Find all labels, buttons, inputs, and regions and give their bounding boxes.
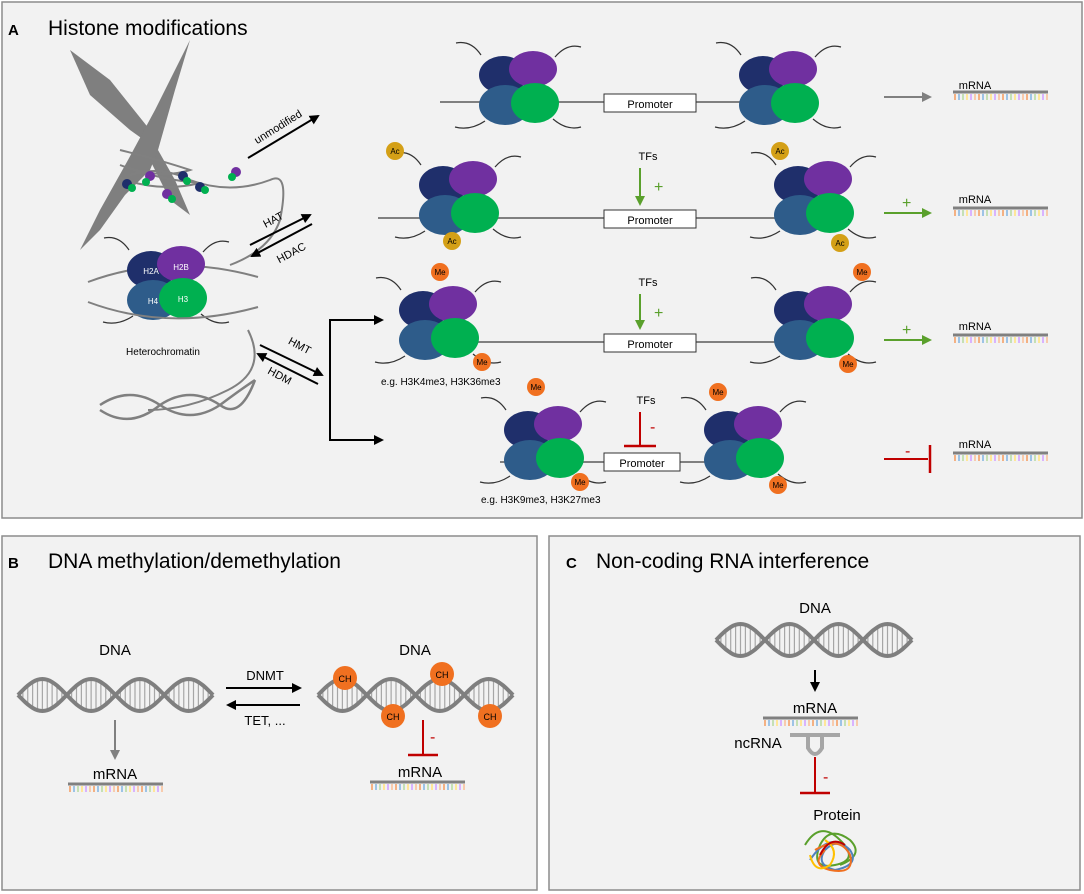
ac-label: Ac — [835, 239, 844, 248]
mrna-label: mRNA — [959, 321, 992, 333]
mrna-strand-icon — [953, 451, 1048, 461]
dna-helix-icon — [16, 676, 215, 714]
protein-label: Protein — [813, 807, 861, 824]
ac-label: Ac — [447, 237, 456, 246]
dna-label: DNA — [799, 600, 831, 617]
panel-a-letter: A — [8, 22, 19, 39]
promoter-label: Promoter — [619, 458, 665, 470]
row-unmodified: Promoter mRNA — [440, 41, 1048, 129]
plus-sign: + — [902, 195, 911, 212]
mrna-strand-icon — [953, 206, 1048, 216]
mrna-label: mRNA — [959, 80, 992, 92]
repressive-example: e.g. H3K9me3, H3K27me3 — [481, 495, 601, 506]
mrna-label: mRNA — [959, 439, 992, 451]
ch3-label: CH — [484, 712, 497, 722]
methyl-mark — [527, 378, 545, 396]
promoter-label: Promoter — [627, 339, 673, 351]
heterochromatin-label: Heterochromatin — [126, 347, 200, 358]
tfs-label: TFs — [639, 277, 658, 289]
promoter-label: Promoter — [627, 99, 673, 111]
ncrna-label: ncRNA — [734, 735, 782, 752]
promoter-box — [603, 333, 697, 353]
me-label: Me — [712, 388, 724, 397]
dna-label: DNA — [399, 642, 431, 659]
methyl-groups: CH CH CH CH — [333, 662, 502, 728]
h2b-label: H2B — [173, 263, 189, 272]
acetyl-mark — [443, 232, 461, 250]
promoter-box — [603, 209, 697, 229]
minus-sign: - — [430, 729, 435, 746]
acetyl-mark — [386, 142, 404, 160]
mrna-strand-icon — [953, 333, 1048, 343]
ac-label: Ac — [390, 147, 399, 156]
nucleosome-detail: H2A H2B H4 H3 — [87, 236, 259, 324]
plus-sign: + — [654, 179, 663, 196]
me-label: Me — [476, 358, 488, 367]
mrna-label: mRNA — [398, 764, 442, 781]
methyl-mark — [853, 263, 871, 281]
plus-sign: + — [902, 322, 911, 339]
methyl-mark — [839, 355, 857, 373]
mrna-strand-icon — [953, 90, 1048, 100]
row-active-methylation: Promoter TFs + Me Me Me Me e.g. H3K4me3,… — [374, 263, 1048, 388]
plus-sign: + — [654, 305, 663, 322]
acetyl-mark — [771, 142, 789, 160]
panel-c: C Non-coding RNA interference DNA mRNA n… — [548, 535, 1081, 891]
methyl-mark — [709, 383, 727, 401]
h3-label: H3 — [178, 295, 189, 304]
minus-sign: - — [823, 769, 828, 786]
panel-c-letter: C — [566, 555, 577, 572]
h4-label: H4 — [148, 297, 159, 306]
ncrna-hairpin-icon — [790, 733, 840, 756]
minus-sign: - — [905, 443, 910, 460]
panel-b-title: DNA methylation/demethylation — [48, 550, 341, 573]
me-label: Me — [434, 268, 446, 277]
methyl-mark — [473, 353, 491, 371]
mrna-label: mRNA — [959, 194, 992, 206]
promoter-box — [603, 452, 681, 472]
mrna-strand-icon — [370, 780, 465, 790]
dnmt-label: DNMT — [246, 668, 284, 683]
promoter-label: Promoter — [627, 215, 673, 227]
mrna-label: mRNA — [93, 766, 137, 783]
panel-a: A Histone modifications H2A H2B H4 H3 — [1, 1, 1083, 519]
panel-c-frame — [548, 535, 1081, 891]
tfs-label: TFs — [637, 395, 656, 407]
dna-label: DNA — [99, 642, 131, 659]
promoter-box — [603, 93, 697, 113]
minus-sign: - — [650, 419, 655, 436]
me-label: Me — [856, 268, 868, 277]
protein-tangle-icon — [804, 830, 857, 872]
mrna-label: mRNA — [793, 700, 837, 717]
h2a-label: H2A — [143, 267, 159, 276]
row-acetylation: Promoter TFs + Ac Ac Ac Ac + mRNA — [378, 142, 1048, 252]
me-label: Me — [772, 481, 784, 490]
tet-label: TET, ... — [244, 713, 285, 728]
panel-c-title: Non-coding RNA interference — [596, 550, 869, 573]
methyl-mark — [769, 476, 787, 494]
tfs-label: TFs — [639, 151, 658, 163]
dna-helix-icon — [99, 378, 257, 421]
me-label: Me — [842, 360, 854, 369]
methyl-mark — [431, 263, 449, 281]
mrna-strand-icon — [763, 716, 858, 726]
ac-label: Ac — [775, 147, 784, 156]
panel-b: B DNA methylation/demethylation DNA mRNA… — [1, 535, 538, 891]
panel-a-title: Histone modifications — [48, 17, 248, 40]
me-label: Me — [530, 383, 542, 392]
panel-b-letter: B — [8, 555, 19, 572]
acetyl-mark — [831, 234, 849, 252]
ch3-label: CH — [339, 674, 352, 684]
chromosome-icon — [70, 40, 285, 266]
row-repressive-methylation: Promoter TFs - Me Me Me Me e.g. H3K9me3,… — [479, 378, 1048, 506]
ch3-label: CH — [387, 712, 400, 722]
ch3-label: CH — [436, 670, 449, 680]
active-example: e.g. H3K4me3, H3K36me3 — [381, 377, 501, 388]
mrna-strand-icon — [68, 782, 163, 792]
me-label: Me — [574, 478, 586, 487]
dna-helix-icon — [714, 621, 914, 659]
methyl-mark — [571, 473, 589, 491]
